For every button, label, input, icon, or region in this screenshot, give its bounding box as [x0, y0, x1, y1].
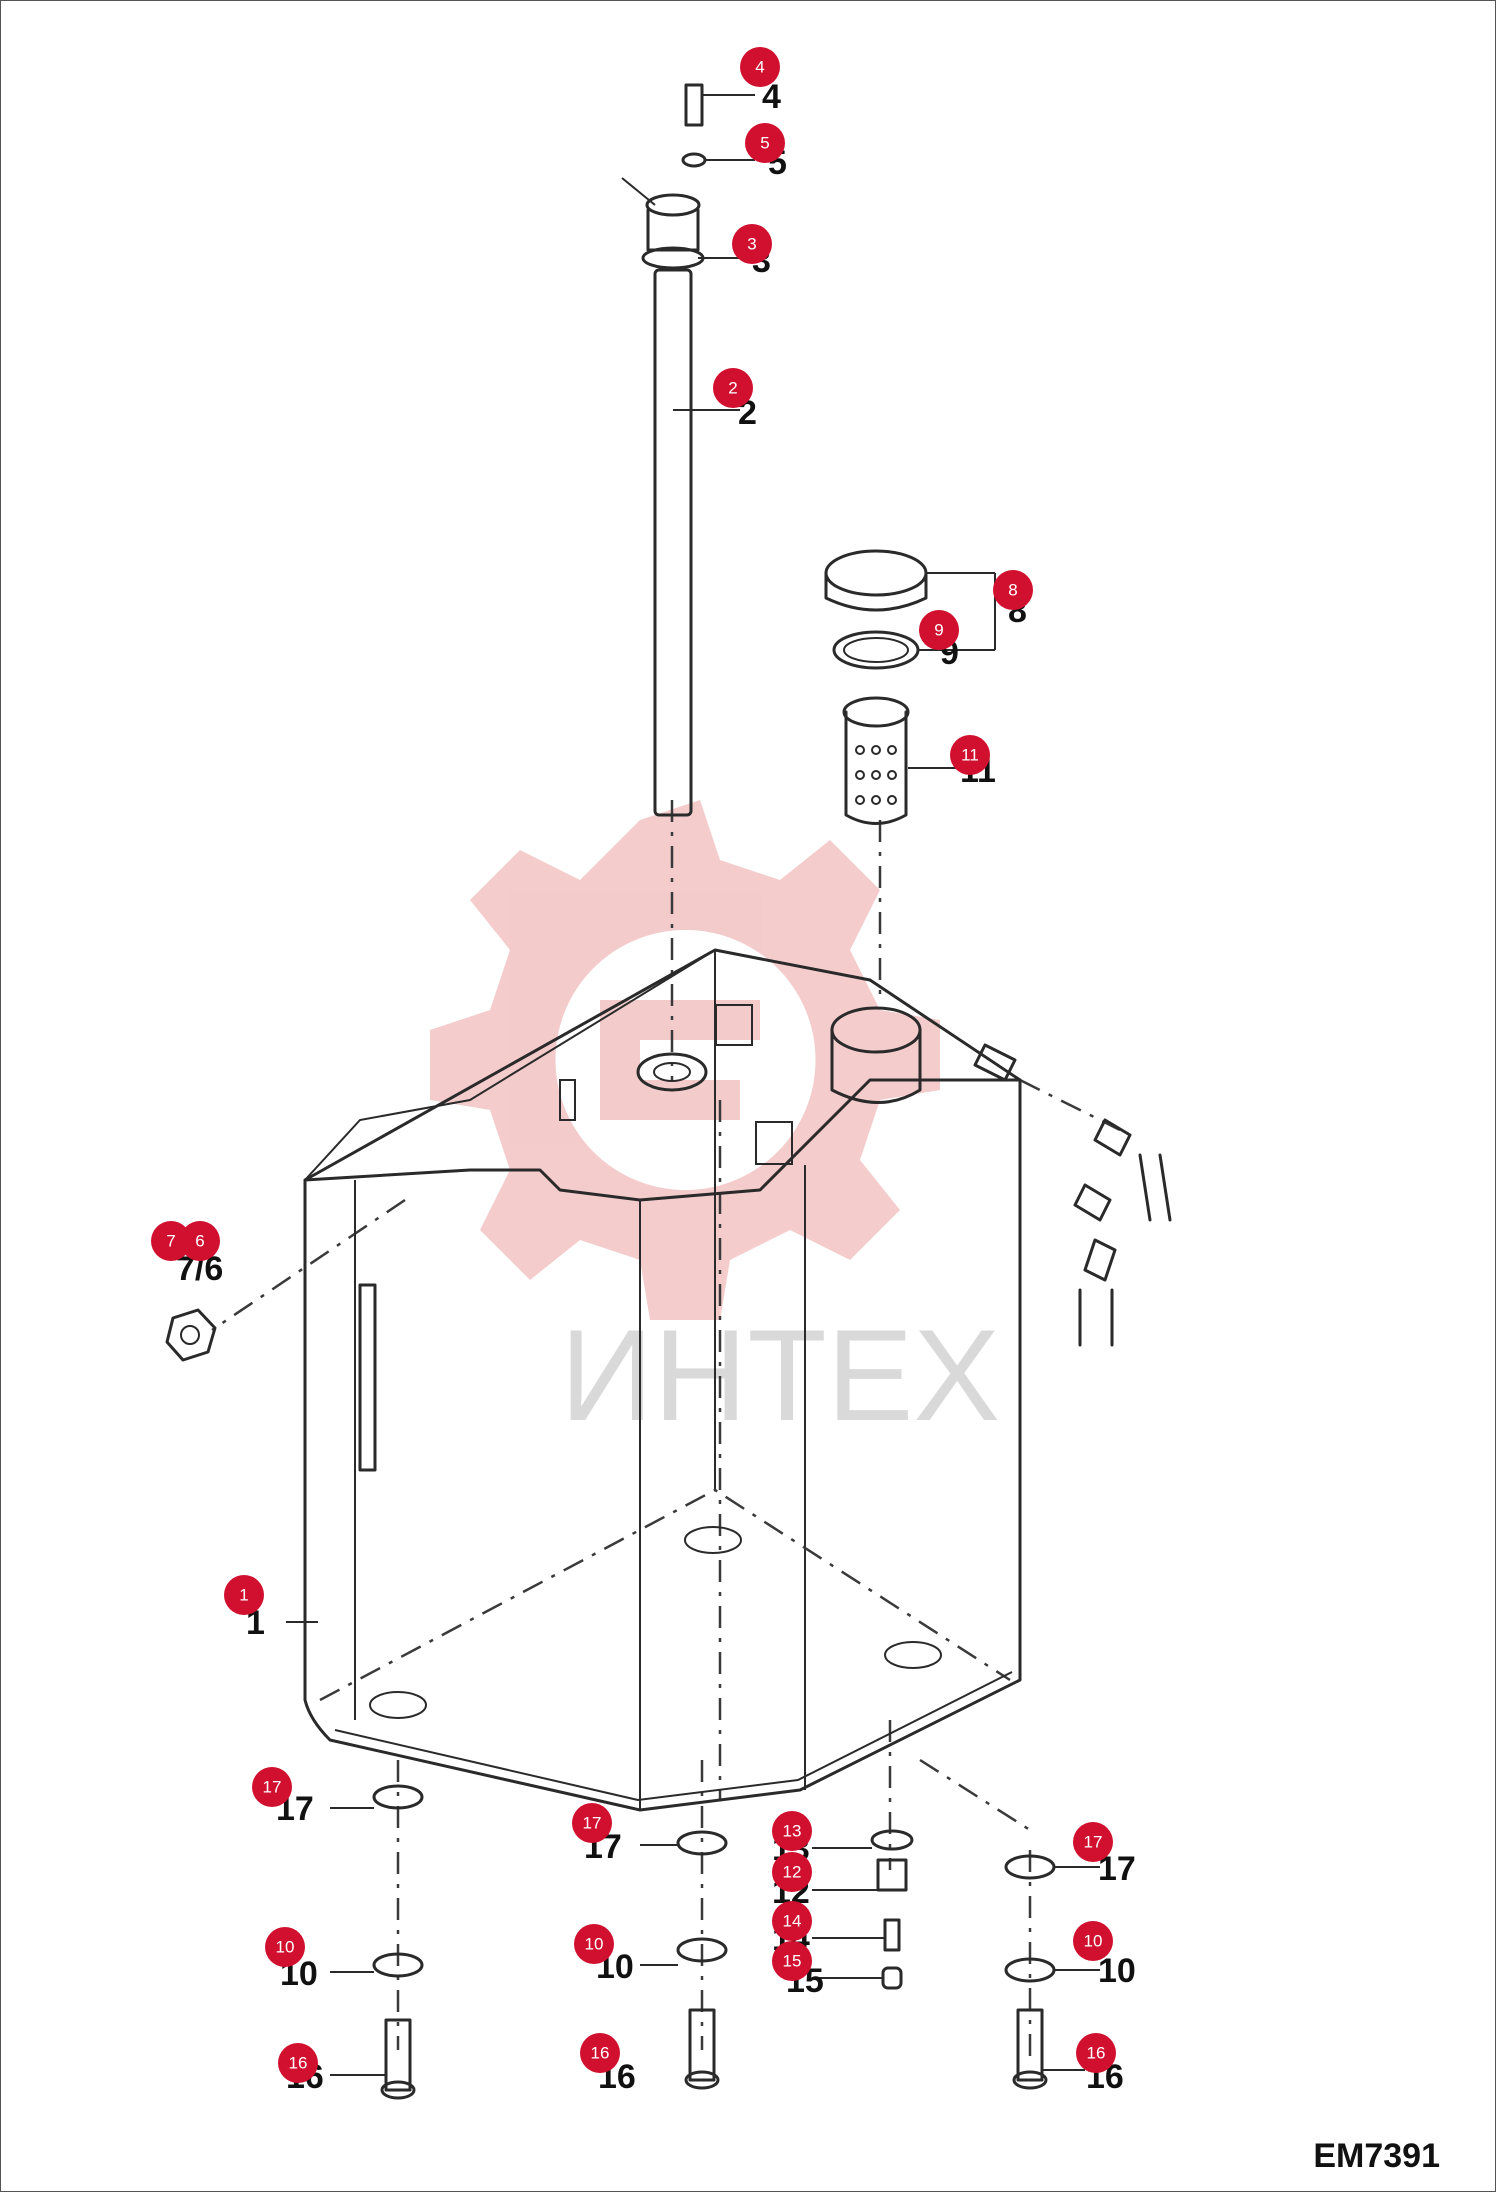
watermark-text: ИНТЕХ — [560, 1302, 1000, 1448]
callout-badge[interactable]: 12 — [772, 1852, 812, 1892]
callout-badge[interactable]: 9 — [919, 610, 959, 650]
svg-text:8: 8 — [1008, 581, 1017, 600]
callout-badge[interactable]: 17 — [1073, 1822, 1113, 1862]
callout-badge[interactable]: 15 — [772, 1941, 812, 1981]
svg-text:14: 14 — [783, 1912, 802, 1931]
svg-text:6: 6 — [195, 1232, 204, 1251]
callout-badge[interactable]: 7 — [151, 1221, 191, 1261]
diagram-code: EM7391 — [1313, 2137, 1440, 2175]
svg-text:9: 9 — [934, 621, 943, 640]
callout-badge[interactable]: 1 — [224, 1575, 264, 1615]
callout-badge[interactable]: 13 — [772, 1811, 812, 1851]
callout-badge[interactable]: 8 — [993, 570, 1033, 610]
svg-text:7: 7 — [166, 1232, 175, 1251]
callout-badge[interactable]: 17 — [572, 1803, 612, 1843]
svg-text:17: 17 — [263, 1778, 282, 1797]
filler-cap — [824, 549, 928, 825]
watermark-gear-icon — [430, 800, 940, 1320]
sender-tube — [621, 83, 707, 817]
fuel-tank — [303, 948, 1022, 1812]
svg-text:12: 12 — [783, 1863, 802, 1882]
callout-badge[interactable]: 17 — [252, 1767, 292, 1807]
svg-text:10: 10 — [276, 1938, 295, 1957]
callout-badge[interactable]: 2 — [713, 368, 753, 408]
callout-badge[interactable]: 16 — [580, 2033, 620, 2073]
callout-badge[interactable]: 5 — [745, 123, 785, 163]
svg-text:13: 13 — [783, 1822, 802, 1841]
svg-text:16: 16 — [591, 2044, 610, 2063]
callout-badge[interactable]: 14 — [772, 1901, 812, 1941]
svg-text:5: 5 — [760, 134, 769, 153]
callout-badge[interactable]: 10 — [1073, 1921, 1113, 1961]
svg-text:17: 17 — [583, 1814, 602, 1833]
callout-badge[interactable]: 10 — [265, 1927, 305, 1967]
svg-text:10: 10 — [1084, 1932, 1103, 1951]
callout-badge[interactable]: 16 — [1076, 2033, 1116, 2073]
svg-text:10: 10 — [585, 1935, 604, 1954]
svg-text:3: 3 — [747, 235, 756, 254]
svg-text:4: 4 — [755, 58, 764, 77]
svg-text:1: 1 — [239, 1586, 248, 1605]
side-fittings — [165, 1043, 1172, 1362]
callout-badge[interactable]: 11 — [950, 735, 990, 775]
svg-text:2: 2 — [728, 379, 737, 398]
svg-text:15: 15 — [783, 1952, 802, 1971]
callout-badge[interactable]: 10 — [574, 1924, 614, 1964]
callout-label: 10 — [1098, 1952, 1136, 1990]
mount-hardware — [372, 1784, 1056, 2100]
callout-badges: 1 2 3 4 5 6 7 8 9 10 10 10 11 12 13 14 1… — [151, 47, 1116, 2083]
svg-text:11: 11 — [961, 746, 979, 765]
callout-badge[interactable]: 3 — [732, 224, 772, 264]
callout-label: 4 — [762, 78, 781, 116]
callout-badge[interactable]: 6 — [180, 1221, 220, 1261]
callout-badge[interactable]: 4 — [740, 47, 780, 87]
svg-text:16: 16 — [1087, 2044, 1106, 2063]
callout-badge[interactable]: 16 — [278, 2043, 318, 2083]
svg-text:16: 16 — [289, 2054, 308, 2073]
svg-text:17: 17 — [1084, 1833, 1103, 1852]
